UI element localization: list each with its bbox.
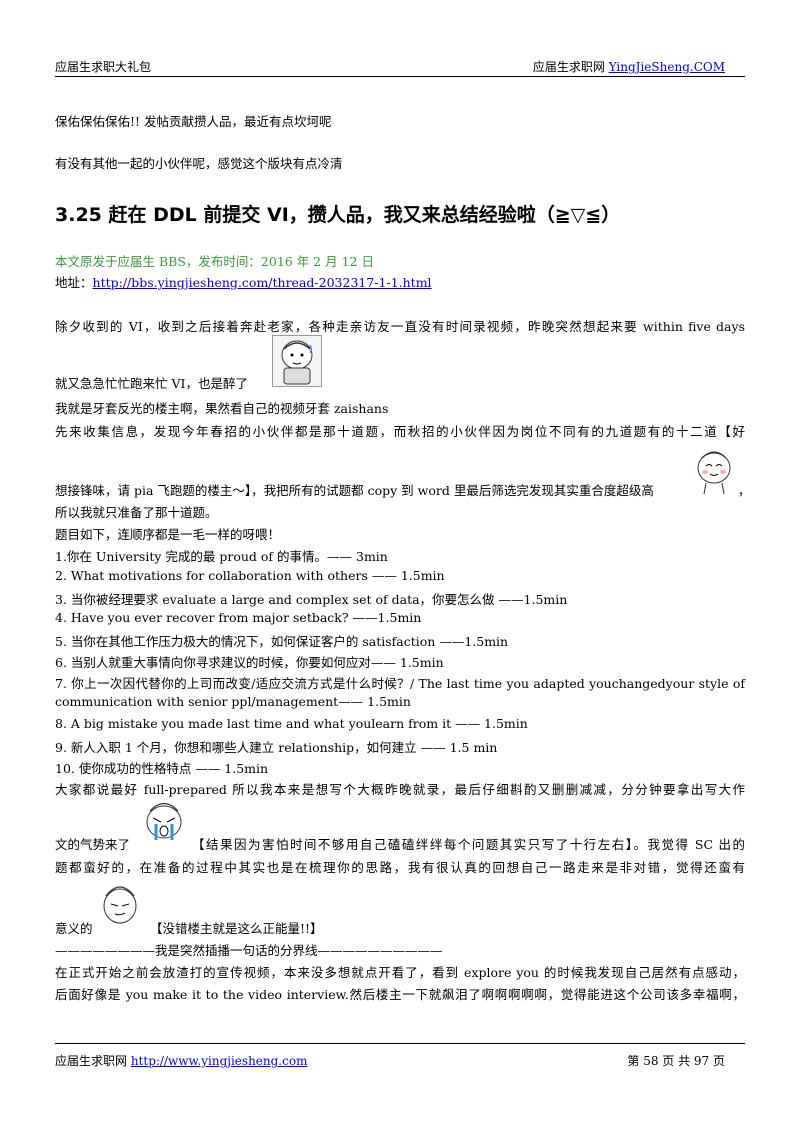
question-3: 3. 当你被经理要求 evaluate a large and complex … bbox=[55, 592, 568, 607]
article-source: 本文原发于应届生 BBS，发布时间：2016 年 2 月 12 日 bbox=[55, 254, 374, 269]
paragraph-2: 我就是牙套反光的楼主啊，果然看自己的视频牙套 zaishans bbox=[55, 401, 389, 416]
footer-site-link[interactable]: http://www.yingjiesheng.com bbox=[130, 1054, 308, 1068]
paragraph-5-line-2a: 文的气势来了 bbox=[55, 837, 131, 852]
header-site-name: 应届生求职网 bbox=[532, 60, 609, 74]
article-title: 3.25 赶在 DDL 前提交 VI，攒人品，我又来总结经验啦（≧▽≦） bbox=[55, 204, 621, 226]
paragraph-6-line-1: 在正式开始之前会放渣打的宣传视频，本来没多想就点开看了，看到 explore y… bbox=[55, 965, 745, 980]
article-address: 地址：http://bbs.yingjiesheng.com/thread-20… bbox=[55, 272, 432, 291]
question-9: 9. 新人入职 1 个月，你想和哪些人建立 relationship，如何建立 … bbox=[55, 740, 498, 755]
header-site-link[interactable]: YingJieSheng.COM bbox=[608, 60, 725, 74]
paragraph-4: 题目如下，连顺序都是一毛一样的呀喂！ bbox=[55, 527, 281, 542]
footer-site-name: 应届生求职网 bbox=[55, 1054, 131, 1068]
question-8: 8. A big mistake you made last time and … bbox=[55, 716, 528, 731]
header-left-text: 应届生求职大礼包 bbox=[55, 60, 152, 74]
paragraph-1-line-2: 就又急急忙忙跑来忙 VI，也是醉了 bbox=[55, 376, 248, 391]
sweating-face-icon bbox=[272, 335, 322, 387]
question-7-line-2: communication with senior ppl/management… bbox=[55, 694, 411, 709]
question-2: 2. What motivations for collaboration wi… bbox=[55, 568, 445, 583]
question-10: 10. 使你成功的性格特点 —— 1.5min bbox=[55, 761, 269, 776]
footer-rule bbox=[55, 1043, 745, 1044]
address-link[interactable]: http://bbs.yingjiesheng.com/thread-20323… bbox=[92, 275, 432, 290]
paragraph-3-line-2: 想接锋味，请 pia 飞跑题的楼主～】，我把所有的试题都 copy 到 word… bbox=[55, 483, 654, 498]
paragraph-1-line-1: 除夕收到的 VI，收到之后接着奔赴老家，各种走亲访友一直没有时间录视频，昨晚突然… bbox=[55, 319, 745, 334]
paragraph-5-line-2b: 【结果因为害怕时间不够用自己磕磕绊绊每个问题其实只写了十行左右】。我觉得 SC … bbox=[192, 837, 745, 852]
page-header: 应届生求职大礼包 应届生求职网 YingJieSheng.COM bbox=[55, 58, 745, 76]
smug-face-icon bbox=[103, 886, 137, 924]
paragraph-5-line-1: 大家都说最好 full-prepared 所以我本来是想写个大概昨晚就录，最后仔… bbox=[55, 782, 745, 797]
header-right: 应届生求职网 YingJieSheng.COM bbox=[533, 58, 725, 75]
question-4: 4. Have you ever recover from major setb… bbox=[55, 610, 422, 625]
footer-left: 应届生求职网 http://www.yingjiesheng.com bbox=[55, 1052, 307, 1069]
paragraph-3-line-2-tail: ， bbox=[738, 483, 751, 498]
paragraph-3-line-3: 所以我就只准备了那十道题。 bbox=[55, 505, 218, 520]
paragraph-5-line-4b: 【没错楼主就是这么正能量!!】 bbox=[150, 921, 323, 936]
paragraph-3-line-1: 先来收集信息，发现今年春招的小伙伴都是那十道题，而秋招的小伙伴因为岗位不同有的九… bbox=[55, 424, 745, 439]
paragraph-5-line-3: 题都蛮好的，在准备的过程中其实也是在梳理你的思路，我有很认真的回想自己一路走来是… bbox=[55, 860, 745, 875]
intro-line-2: 有没有其他一起的小伙伴呢，感觉这个版块有点冷清 bbox=[55, 156, 343, 171]
page-number: 第 58 页 共 97 页 bbox=[627, 1054, 725, 1068]
question-5: 5. 当你在其他工作压力极大的情况下，如何保证客户的 satisfaction … bbox=[55, 634, 509, 649]
paragraph-6-line-2: 后面好像是 you make it to the video interview… bbox=[55, 987, 745, 1002]
question-1: 1.你在 University 完成的最 proud of 的事情。—— 3mi… bbox=[55, 549, 388, 564]
section-divider: ————————我是突然插播一句话的分界线—————————— bbox=[55, 943, 443, 958]
header-rule bbox=[55, 76, 745, 77]
blushing-face-icon bbox=[697, 451, 731, 495]
question-6: 6. 当别人就重大事情向你寻求建议的时候，你要如何应对—— 1.5min bbox=[55, 655, 444, 670]
crying-face-icon bbox=[146, 802, 182, 840]
paragraph-5-line-4a: 意义的 bbox=[55, 921, 93, 936]
address-label: 地址： bbox=[55, 275, 93, 290]
question-7-line-1: 7. 你上一次因代替你的上司而改变/适应交流方式是什么时候？/ The last… bbox=[55, 676, 745, 691]
intro-line-1: 保佑保佑保佑!! 发帖贡献攒人品，最近有点坎坷呢 bbox=[55, 114, 332, 129]
